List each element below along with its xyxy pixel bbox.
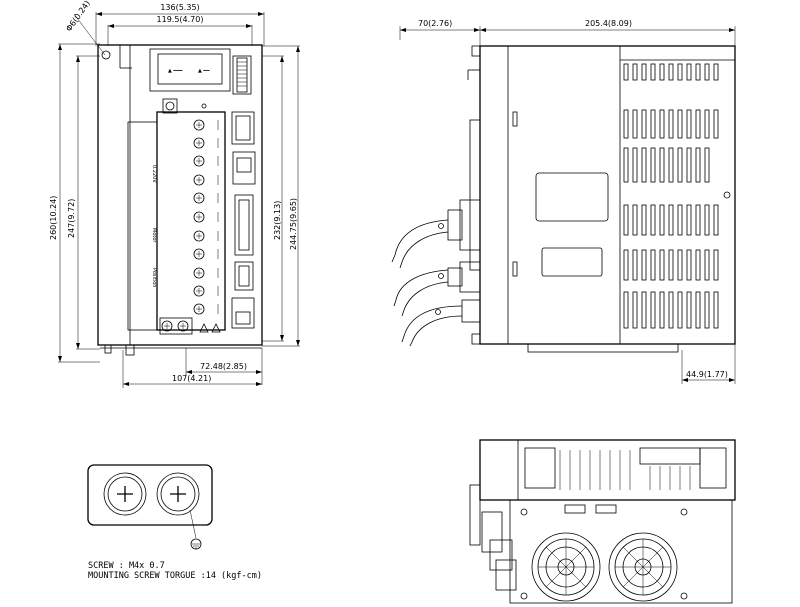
bottom-view [469,439,736,604]
vents [623,63,719,329]
dim-bottom-offset: 72.48(2.85) [200,362,247,371]
dim-front-offset: 70(2.76) [418,19,452,28]
terminal-screws [193,119,219,315]
dim-hole: Φ6(0.24) [64,0,92,33]
note-torque: MOUNTING SCREW TORGUE :14 (kgf-cm) [88,571,262,581]
dim-width-overall: 136(5.35) [160,3,199,12]
dim-height-body: 232(9.13) [273,201,282,240]
dim-height-overall: 260(10.24) [49,196,58,240]
label-motor: Motor [151,228,157,243]
dim-base-offset: 44.9(1.77) [686,370,728,379]
dim-height-depth: 244.75(9.65) [289,198,298,250]
svg-text:▲ ━━: ▲ ━━ [198,68,210,74]
fans [520,508,688,602]
dim-height-mount: 247(9.72) [67,199,76,238]
side-view: 70(2.76) 205.4(8.09) [391,19,736,384]
label-voltage: 0.220V [151,165,157,183]
screw-detail: SCREW : M4x 0.7 MOUNTING SCREW TORGUE :1… [87,464,262,581]
dim-width-inner: 119.5(4.70) [157,15,204,24]
label-position: Position [151,268,157,287]
front-view: 136(5.35) 119.5(4.70) Φ6(0.24) 260(10.24… [49,0,300,388]
dim-bottom-width: 107(4.21) [172,374,211,383]
note-screw: SCREW : M4x 0.7 [88,561,165,571]
svg-text:▲ ━━━: ▲ ━━━ [168,68,183,74]
dim-depth: 205.4(8.09) [585,19,632,28]
